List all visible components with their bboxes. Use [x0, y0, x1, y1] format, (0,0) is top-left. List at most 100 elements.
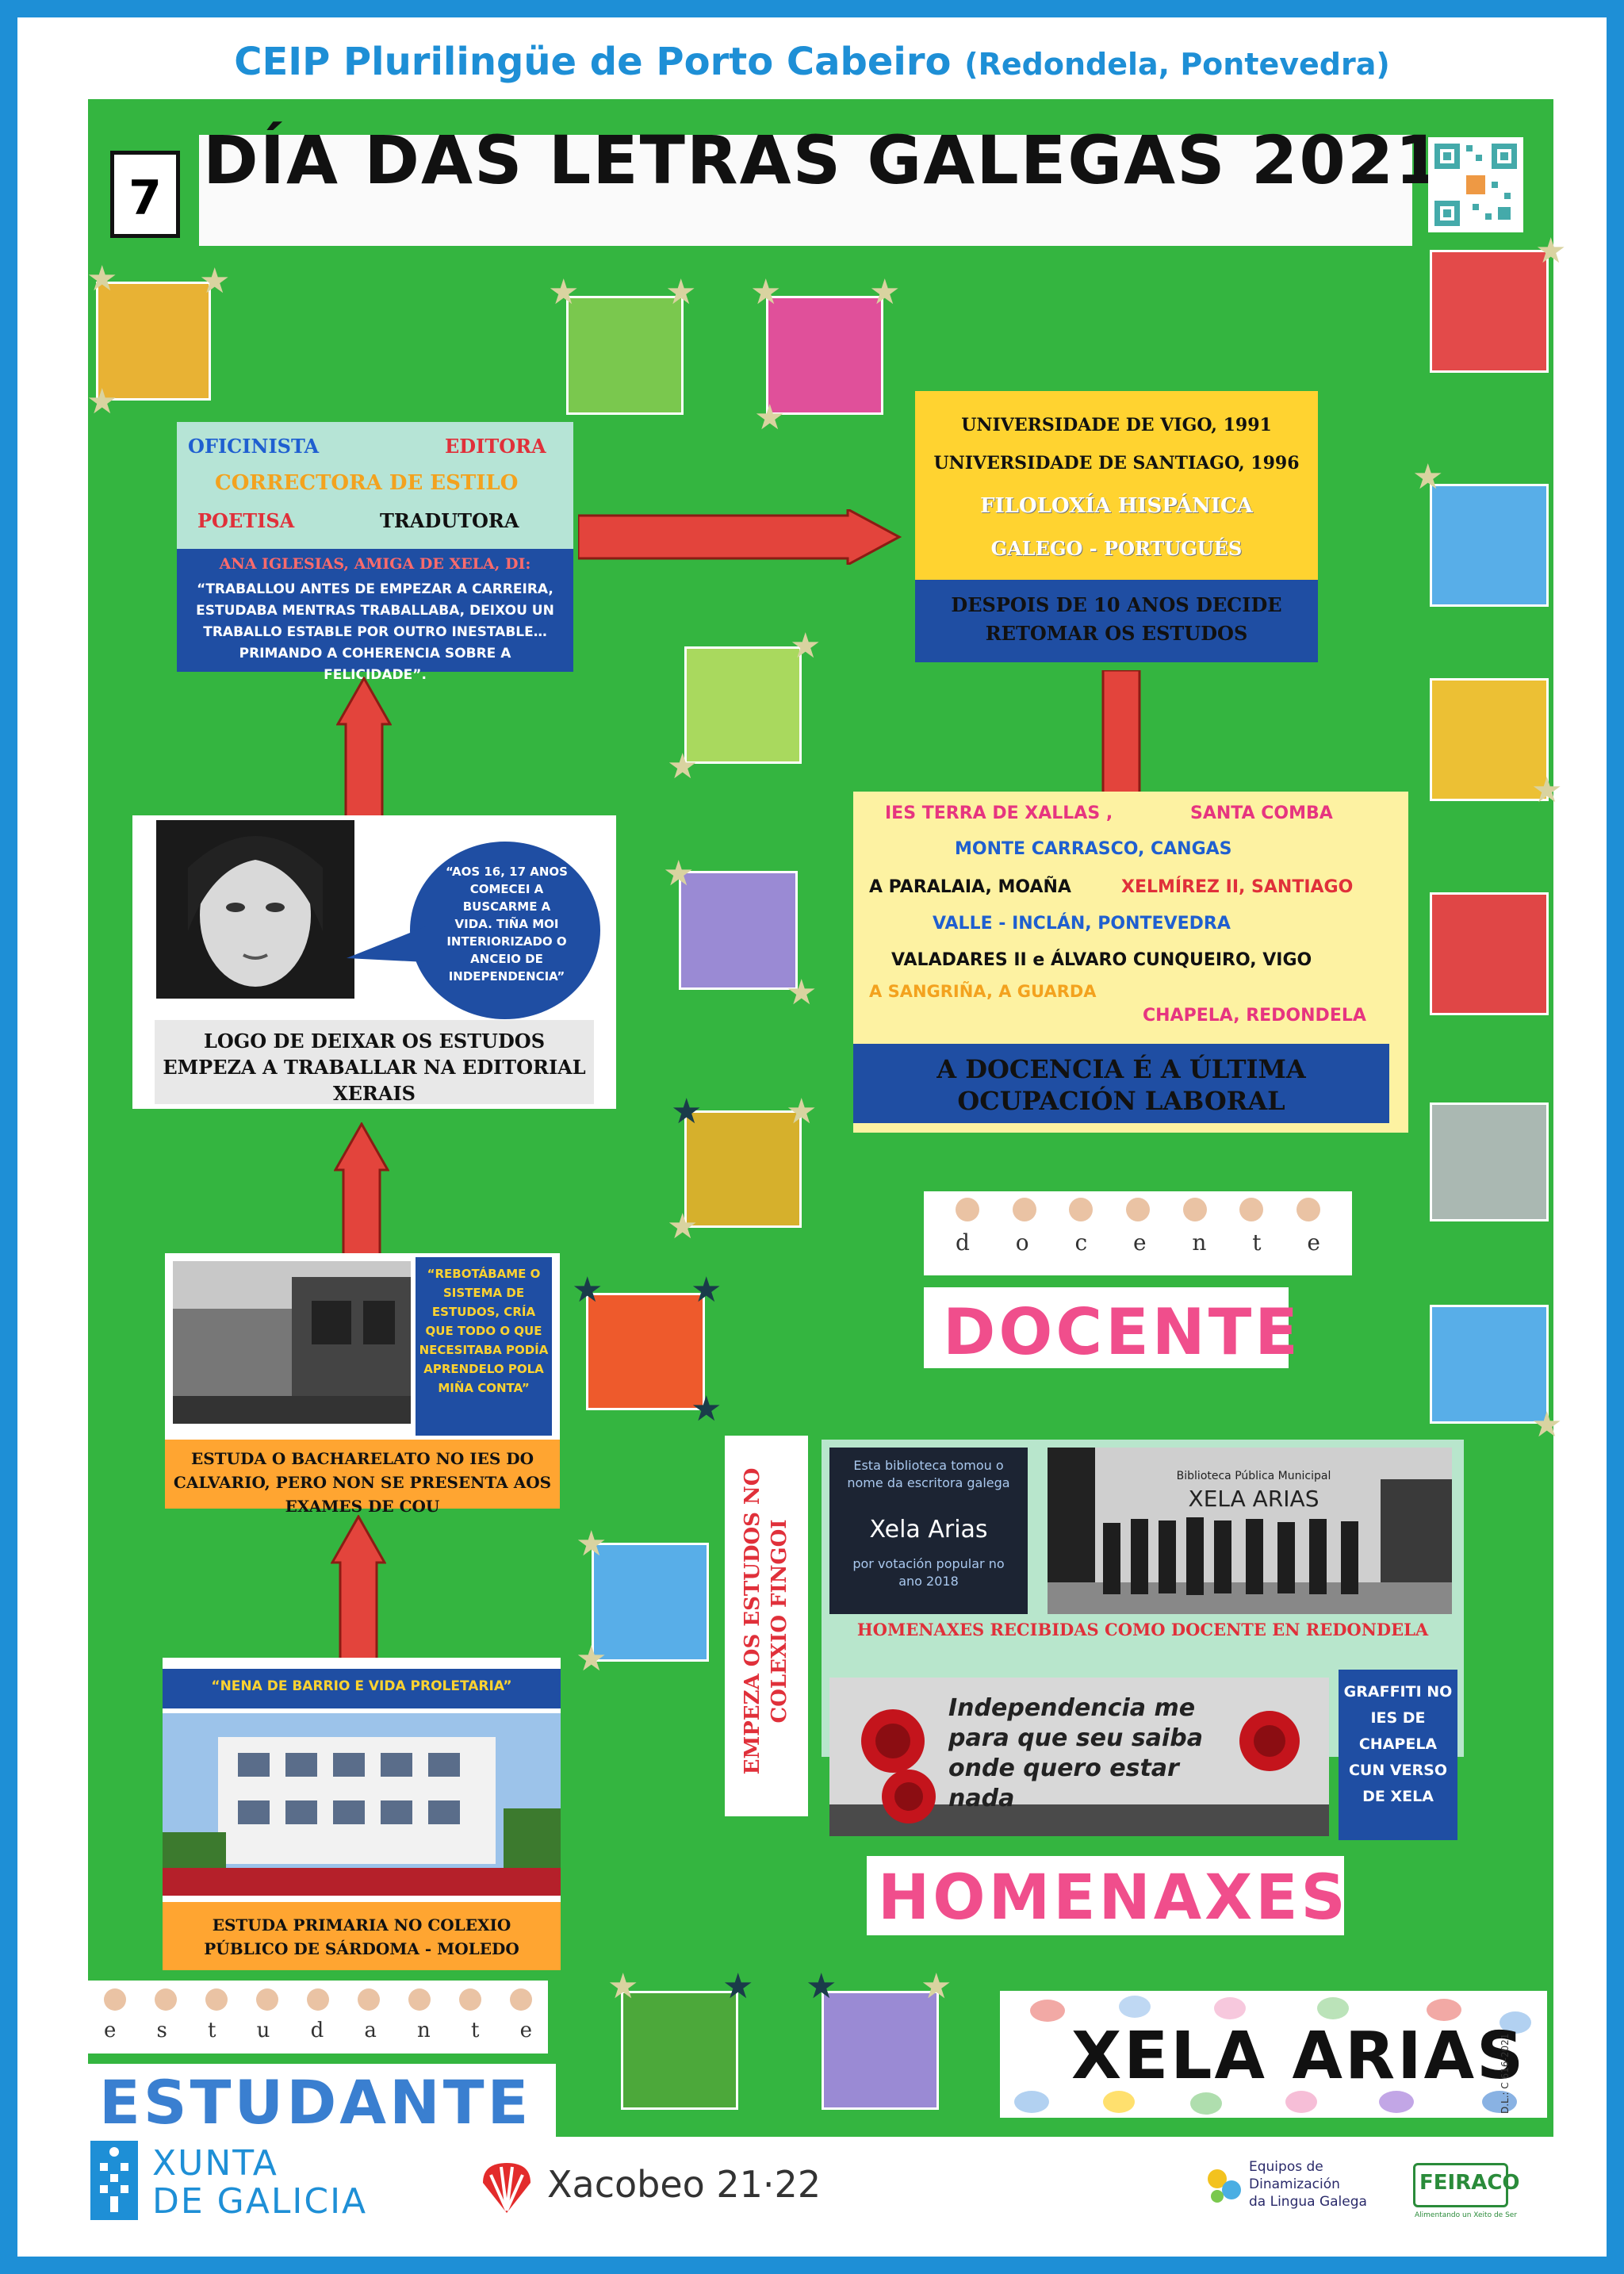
univ-vigo: UNIVERSIDADE DE VIGO, 1991 [961, 415, 1272, 435]
fingoi-card: EMPEZA OS ESTUDOS NO COLEXIO FINGOI [725, 1436, 808, 1816]
hand-signs-row [956, 1198, 1320, 1226]
sign-letter: t [1252, 1229, 1262, 1256]
univ-galego: GALEGO - PORTUGUÉS [990, 537, 1243, 560]
graffiti-photo [829, 1678, 1329, 1836]
green-board: 7 DÍA DAS LETRAS GALEGAS 2021 OFICINISTA… [86, 99, 1566, 2138]
estudante-word: ESTUDANTE [99, 2067, 532, 2138]
sign-letter: s [156, 2019, 167, 2042]
school-place: (Redondela, Pontevedra) [964, 47, 1390, 82]
school-chapela: CHAPELA, REDONDELA [1143, 1006, 1366, 1026]
primary-quote: “NENA DE BARRIO E VIDA PROLETARIA” [211, 1678, 512, 1694]
xela-portrait [1430, 892, 1549, 1015]
hand-sign-icon [155, 1988, 177, 2011]
star-icon: ★ [786, 972, 818, 1013]
star-icon: ★ [1535, 231, 1567, 271]
star-icon: ★ [607, 1966, 639, 2007]
job-oficinista: OFICINISTA [188, 435, 320, 458]
bachelor-quote: “REBOTÁBAME O SISTEMA DE ESTUDOS, CRÍA Q… [419, 1267, 549, 1395]
sign-letter: n [417, 2019, 431, 2042]
school-vigo: VALADARES II e ÁLVARO CUNQUEIRO, VIGO [891, 950, 1312, 970]
univ-santiago: UNIVERSIDADE DE SANTIAGO, 1996 [933, 453, 1300, 474]
hand-sign-icon [358, 1988, 380, 2011]
fingerprints [1014, 1996, 1531, 2115]
hand-sign-icon [1239, 1198, 1264, 1221]
star-icon: ★ [1412, 457, 1444, 497]
school-cangas: MONTE CARRASCO, CANGAS [955, 839, 1232, 859]
xela-portrait [96, 282, 211, 401]
homenaxes-word: HOMENAXES [878, 1862, 1349, 1934]
star-icon: ★ [199, 261, 231, 301]
school-xallas: IES TERRA DE XALLAS , [885, 803, 1113, 823]
star-icon: ★ [663, 853, 695, 894]
docente-sign-card: d o c e n t e [924, 1191, 1352, 1275]
sign-letter: e [1132, 1229, 1147, 1256]
sign-letter: e [1307, 1229, 1320, 1256]
star-icon: ★ [786, 1091, 818, 1132]
star-icon: ★ [671, 1091, 703, 1132]
univ-footer-text: DESPOIS DE 10 ANOS DECIDE RETOMAR OS EST… [951, 593, 1282, 645]
ana-quote-card: ANA IGLESIAS, AMIGA DE XELA, DI: “TRABAL… [177, 549, 573, 683]
sign-letter: n [1192, 1229, 1207, 1256]
hand-sign-icon [104, 1988, 126, 2011]
feiraco-subtext: Alimentando un Xeito de Ser [1415, 2211, 1518, 2219]
page-title: DÍA DAS LETRAS GALEGAS 2021 [203, 121, 1443, 199]
primary-caption: ESTUDA PRIMARIA NO COLEXIO PÚBLICO DE SÁ… [204, 1915, 519, 1958]
graffiti-caption-box [1339, 1670, 1457, 1840]
school-santiago: XELMÍREZ II, SANTIAGO [1121, 877, 1354, 897]
hand-sign-icon [1296, 1198, 1320, 1221]
sign-letter: e [519, 2019, 532, 2042]
hand-sign-icon [1069, 1198, 1094, 1221]
fingoi-text: EMPEZA OS ESTUDOS NO COLEXIO FINGOI [741, 1467, 791, 1775]
bachelor-caption: ESTUDA O BACHARELATO NO IES DO CALVARIO,… [173, 1449, 552, 1516]
xunta-text-1: XUNTA [152, 2143, 278, 2184]
xela-portrait [592, 1543, 709, 1662]
sign-letter: e [104, 2019, 117, 2042]
star-icon: ★ [754, 397, 786, 438]
hand-sign-icon [256, 1988, 278, 2011]
hand-sign-icon [205, 1988, 228, 2011]
equipos-text-1: Equipos de [1249, 2159, 1323, 2175]
job-tradutora: TRADUTORA [380, 509, 519, 532]
estudante-sign-card: e s t u d a n t e [88, 1981, 548, 2054]
primary-card: “NENA DE BARRIO E VIDA PROLETARIA” ESTUD… [163, 1658, 561, 1970]
star-icon: ★ [1531, 770, 1563, 811]
univ-filoloxia: FILOLOXÍA HISPÁNICA [980, 494, 1253, 518]
star-icon: ★ [576, 1524, 607, 1564]
library-sign-2: XELA ARIAS [1188, 1486, 1320, 1512]
graffiti-text: Independencia me para que seu saiba onde… [948, 1694, 1203, 1812]
job-poetisa: POETISA [197, 509, 295, 532]
star-icon: ★ [1531, 1405, 1563, 1445]
library-sign-1: Biblioteca Pública Municipal [1176, 1470, 1331, 1482]
star-icon: ★ [665, 272, 697, 313]
sign-letter: d [310, 2019, 324, 2042]
library-plaque [829, 1448, 1028, 1614]
homenaxes-word-card: HOMENAXES [867, 1856, 1346, 1935]
xunta-logo [90, 2141, 138, 2220]
star-icon: ★ [750, 272, 782, 313]
star-icon: ★ [548, 272, 580, 313]
sign-letter: o [1015, 1229, 1029, 1256]
primary-caption-box [163, 1902, 561, 1970]
xela-portrait [822, 1991, 939, 2110]
school-building-photo [173, 1261, 411, 1424]
independence-caption: LOGO DE DEIXAR OS ESTUDOS EMPEZA A TRABA… [155, 1020, 594, 1105]
job-editora: EDITORA [445, 435, 546, 458]
sign-letter: u [256, 2019, 270, 2042]
hand-signs-row [104, 1988, 532, 2015]
star-icon: ★ [790, 626, 822, 666]
xela-portrait [1430, 678, 1549, 801]
school-guarda: A SANGRIÑA, A GUARDA [869, 982, 1097, 1001]
homenaxes-card: Esta biblioteca tomou o nome da escritor… [822, 1440, 1464, 1840]
bachelor-quote-box [416, 1257, 552, 1436]
xela-portrait [1430, 1102, 1549, 1221]
university-footer: DESPOIS DE 10 ANOS DECIDE RETOMAR OS EST… [915, 580, 1318, 662]
xela-portrait [566, 296, 684, 415]
ana-quote-heading: ANA IGLESIAS, AMIGA DE XELA, DI: [219, 555, 531, 573]
library-photo [1048, 1448, 1452, 1614]
hand-sign-icon [1182, 1198, 1207, 1221]
xela-portrait [1430, 250, 1549, 373]
star-icon: ★ [691, 1389, 722, 1429]
estudante-word-card: ESTUDANTE [88, 2064, 556, 2138]
university-card: UNIVERSIDADE DE VIGO, 1991 UNIVERSIDADE … [915, 391, 1318, 580]
hand-sign-icon [1012, 1198, 1036, 1221]
